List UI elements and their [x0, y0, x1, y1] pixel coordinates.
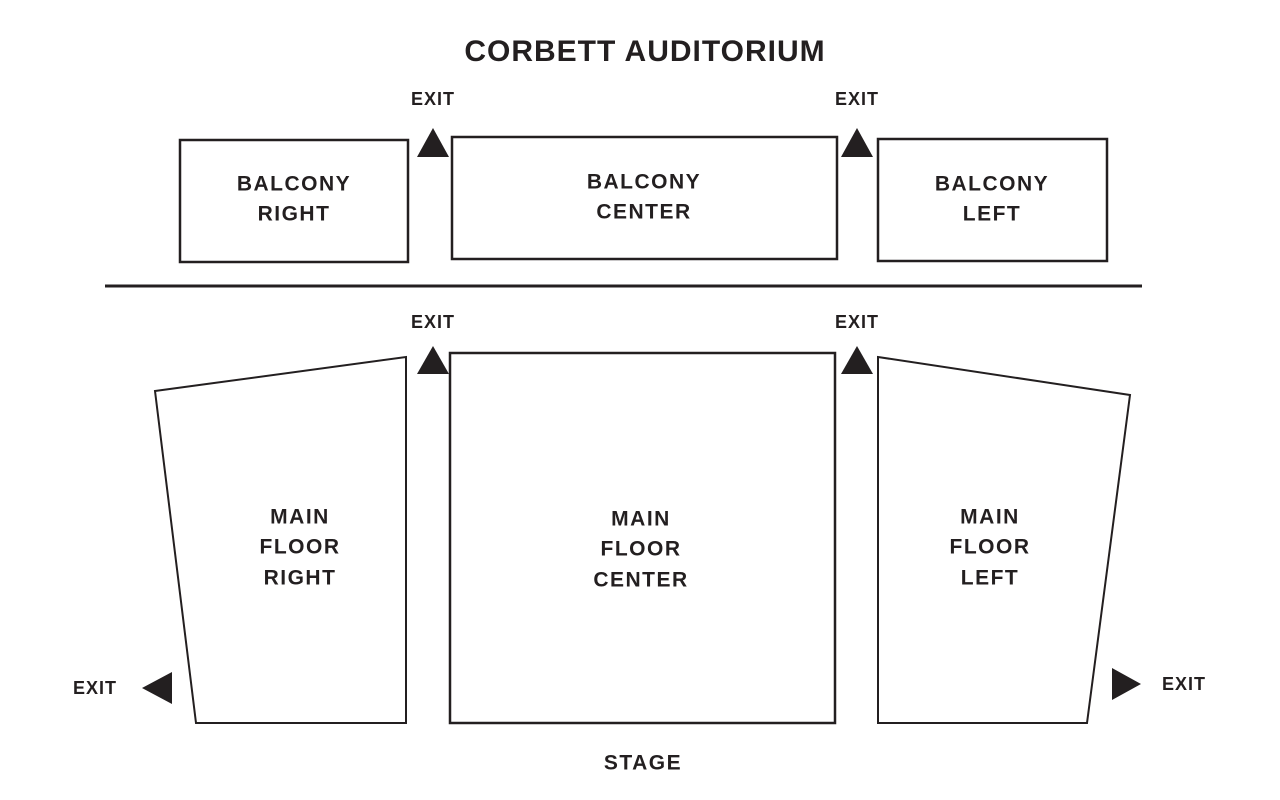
side-exit-label-left: EXIT: [72, 678, 118, 698]
balcony-left-box: [876, 137, 1109, 263]
side-exit-right-arrow-icon: [1112, 668, 1141, 700]
balcony-center-box: [450, 135, 839, 261]
page-title: CORBETT AUDITORIUM: [464, 35, 826, 68]
main-floor-center-label: MAIN FLOOR CENTER: [593, 507, 689, 592]
balcony-exit-label-right: EXIT: [834, 89, 880, 109]
main-floor-left-exit-up-arrow-icon: [417, 346, 449, 374]
stage-label: STAGE: [603, 751, 683, 775]
side-exit-label-right: EXIT: [1161, 674, 1207, 694]
balcony-right-label: BALCONY RIGHT: [236, 172, 352, 226]
main-floor-left-label: MAIN FLOOR LEFT: [949, 505, 1031, 590]
balcony-left-label: BALCONY LEFT: [934, 172, 1050, 226]
main-floor-exit-label-right: EXIT: [834, 312, 880, 332]
balcony-left-exit-up-arrow-icon: [417, 128, 449, 157]
balcony-exit-label-left: EXIT: [410, 89, 456, 109]
main-floor-right-box: [153, 355, 407, 724]
main-floor-right-label: MAIN FLOOR RIGHT: [259, 505, 341, 590]
side-exit-left-arrow-icon: [142, 672, 172, 704]
balcony-center-label: BALCONY CENTER: [586, 170, 702, 224]
balcony-right-box: [178, 138, 410, 264]
main-floor-right-exit-up-arrow-icon: [841, 346, 873, 374]
main-floor-center-box: [448, 351, 837, 725]
main-floor-left-box: [877, 355, 1132, 724]
balcony-right-exit-up-arrow-icon: [841, 128, 873, 157]
main-floor-exit-label-left: EXIT: [410, 312, 456, 332]
